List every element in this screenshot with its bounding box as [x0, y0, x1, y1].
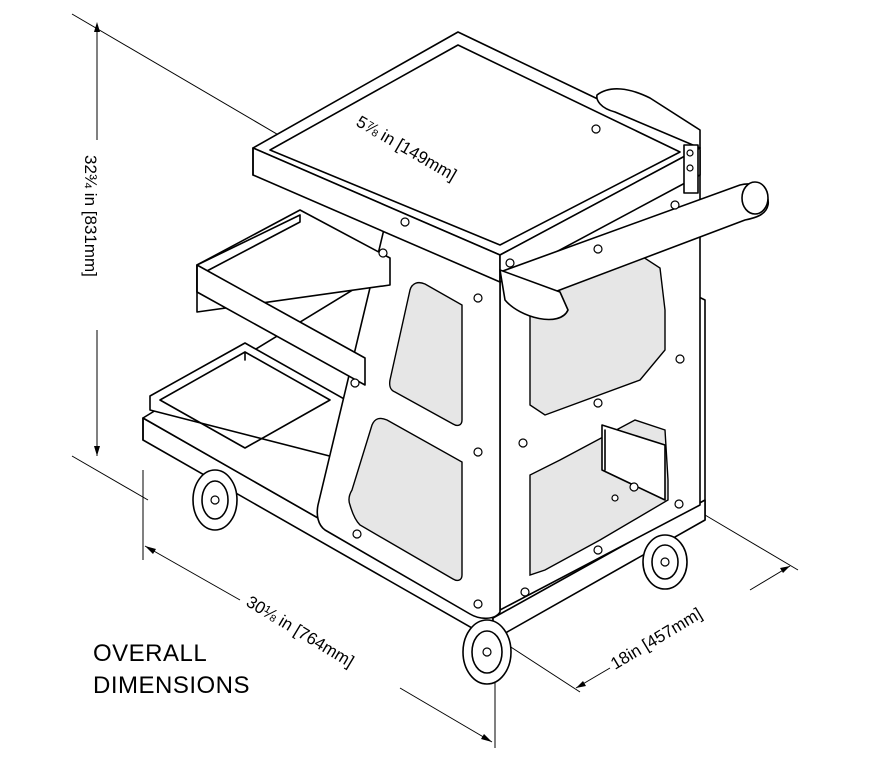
wheel-front [462, 619, 512, 685]
cart-bolts [350, 124, 694, 609]
length-dimension-label: 30⅛ in [764mm] [243, 592, 357, 671]
cart-wheels [192, 469, 688, 685]
cart-top-tray [252, 31, 701, 283]
overall-dimensions-caption: OVERALL DIMENSIONS [93, 638, 250, 702]
caption-line-1: OVERALL [93, 640, 208, 667]
cart-side-panel [316, 208, 501, 620]
cart-back-frame [499, 149, 701, 611]
caption-line-2: DIMENSIONS [93, 672, 251, 699]
wheel-right [642, 534, 688, 590]
width-dimension-label: 18in [457mm] [607, 604, 705, 673]
height-dimension-label: 32¾ in [831mm] [81, 155, 100, 277]
wheel-left-rear [192, 469, 238, 531]
cart-middle-tray [196, 209, 391, 386]
